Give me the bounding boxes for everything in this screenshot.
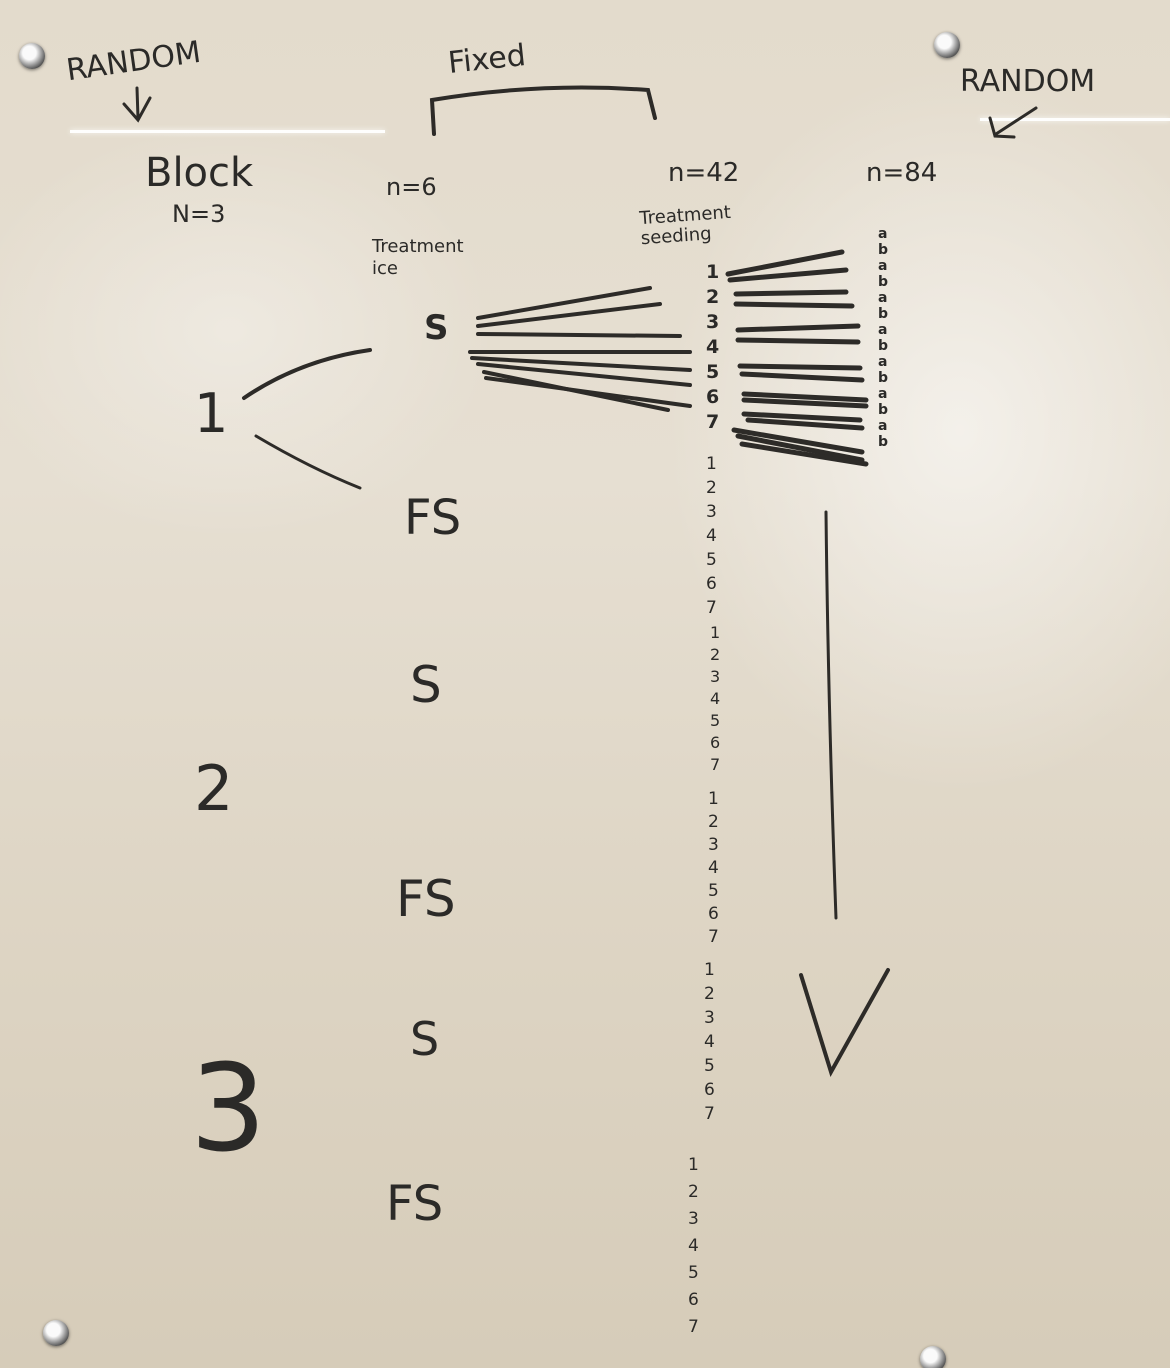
seeding-level: 4 xyxy=(710,689,721,708)
label-treatment-ice: Treatment ice xyxy=(372,236,464,279)
seeding-level: 2 xyxy=(688,1182,699,1202)
subsample-level: a xyxy=(878,226,888,242)
seeding-level: 5 xyxy=(708,881,719,901)
label-block: Block xyxy=(145,150,254,196)
seeding-level: 6 xyxy=(708,904,719,924)
subsample-level: a xyxy=(878,290,888,306)
fixed-bracket xyxy=(429,85,657,136)
block-label-2: 2 xyxy=(194,752,234,825)
continuation-line xyxy=(824,510,838,920)
seeding-level: 1 xyxy=(708,789,719,809)
seeding-level: 7 xyxy=(710,755,721,774)
treatment-block2-fs: FS xyxy=(396,870,456,928)
seeding-level: 6 xyxy=(706,574,717,594)
label-n6: n=6 xyxy=(386,173,437,201)
seeding-level: 4 xyxy=(706,526,717,546)
seeding-level: 3 xyxy=(706,311,720,333)
seeding-level: 5 xyxy=(688,1263,699,1283)
seeding-level: 7 xyxy=(704,1104,715,1124)
seeding-level: 1 xyxy=(704,960,715,980)
seeding-level: 5 xyxy=(710,711,721,730)
glare-left xyxy=(70,130,385,133)
subsample-level: b xyxy=(878,306,889,322)
block-label-3: 3 xyxy=(190,1040,267,1179)
seeding-level: 6 xyxy=(704,1080,715,1100)
glare-right xyxy=(980,118,1170,121)
seeding-level: 3 xyxy=(710,667,721,686)
subsample-level: b xyxy=(878,338,889,354)
seeding-levels-group-2: 1 2 3 4 5 6 7 xyxy=(706,452,717,620)
seeding-level: 6 xyxy=(706,386,720,408)
seeding-levels-group-3: 1 2 3 4 5 6 7 xyxy=(710,622,720,776)
subsample-level: b xyxy=(878,434,889,450)
subsample-level: b xyxy=(878,274,889,290)
treatment-block1-s: S xyxy=(424,308,449,348)
treatment-block3-fs: FS xyxy=(386,1176,444,1232)
label-n84: n=84 xyxy=(866,158,938,188)
seeding-level: 2 xyxy=(704,984,715,1004)
bolt-top-left xyxy=(19,43,45,69)
seeding-level: 5 xyxy=(704,1056,715,1076)
seeding-levels-group-5: 1 2 3 4 5 6 7 xyxy=(704,958,715,1126)
seeding-level: 2 xyxy=(706,478,717,498)
seeding-level: 5 xyxy=(706,361,720,383)
label-n42: n=42 xyxy=(668,158,740,188)
subsample-level: a xyxy=(878,418,888,434)
seeding-level: 3 xyxy=(706,502,717,522)
seeding-level: 4 xyxy=(688,1236,699,1256)
subsample-level: b xyxy=(878,402,889,418)
treatment-block2-s: S xyxy=(410,656,442,714)
arrow-random-right xyxy=(988,106,1038,139)
seeding-level: 1 xyxy=(688,1155,699,1175)
seeding-level: 7 xyxy=(688,1317,699,1337)
label-random-right: RANDOM xyxy=(960,64,1096,99)
treatment-block1-fs: FS xyxy=(404,490,462,546)
seeding-level: 3 xyxy=(704,1008,715,1028)
seeding-level: 3 xyxy=(708,835,719,855)
seeding-level: 7 xyxy=(706,598,717,618)
subsample-level: a xyxy=(878,386,888,402)
block-label-1: 1 xyxy=(194,382,229,445)
seeding-level: 4 xyxy=(704,1032,715,1052)
seeding-level: 2 xyxy=(708,812,719,832)
bolt-top-right xyxy=(934,32,960,58)
label-block-n: N=3 xyxy=(172,200,226,228)
branch-block1-lower xyxy=(254,434,362,490)
seeding-level: 1 xyxy=(706,261,720,283)
seeding-level: 1 xyxy=(706,454,717,474)
subsample-level: b xyxy=(878,370,889,386)
bolt-bottom-left xyxy=(43,1320,69,1346)
bolt-bottom-right xyxy=(920,1346,946,1368)
seeding-levels-group-6: 1 2 3 4 5 6 7 xyxy=(688,1152,699,1341)
seeding-level: 1 xyxy=(710,623,721,642)
seeding-level: 2 xyxy=(710,645,721,664)
subsample-level: a xyxy=(878,322,888,338)
seeding-level: 3 xyxy=(688,1209,699,1229)
arrow-random-left xyxy=(122,86,152,123)
seeding-level: 7 xyxy=(708,927,719,947)
seeding-levels-group-1: 1 2 3 4 5 6 7 xyxy=(706,260,719,435)
seeding-level: 4 xyxy=(706,336,720,358)
fan-ice-to-seeding xyxy=(468,286,692,412)
seeding-level: 6 xyxy=(688,1290,699,1310)
subsample-level: b xyxy=(878,242,889,258)
branch-block1-upper xyxy=(242,348,372,400)
seeding-level: 4 xyxy=(708,858,719,878)
seeding-levels-group-4: 1 2 3 4 5 6 7 xyxy=(708,788,719,949)
seeding-level: 6 xyxy=(710,733,721,752)
seeding-level: 2 xyxy=(706,286,720,308)
subsample-level: a xyxy=(878,258,888,274)
subsample-level: a xyxy=(878,354,888,370)
seeding-level: 7 xyxy=(706,411,720,433)
v-mark xyxy=(799,968,890,1078)
treatment-block3-s: S xyxy=(410,1012,440,1066)
seeding-level: 5 xyxy=(706,550,717,570)
fan-seeding-to-subsample xyxy=(725,249,869,467)
